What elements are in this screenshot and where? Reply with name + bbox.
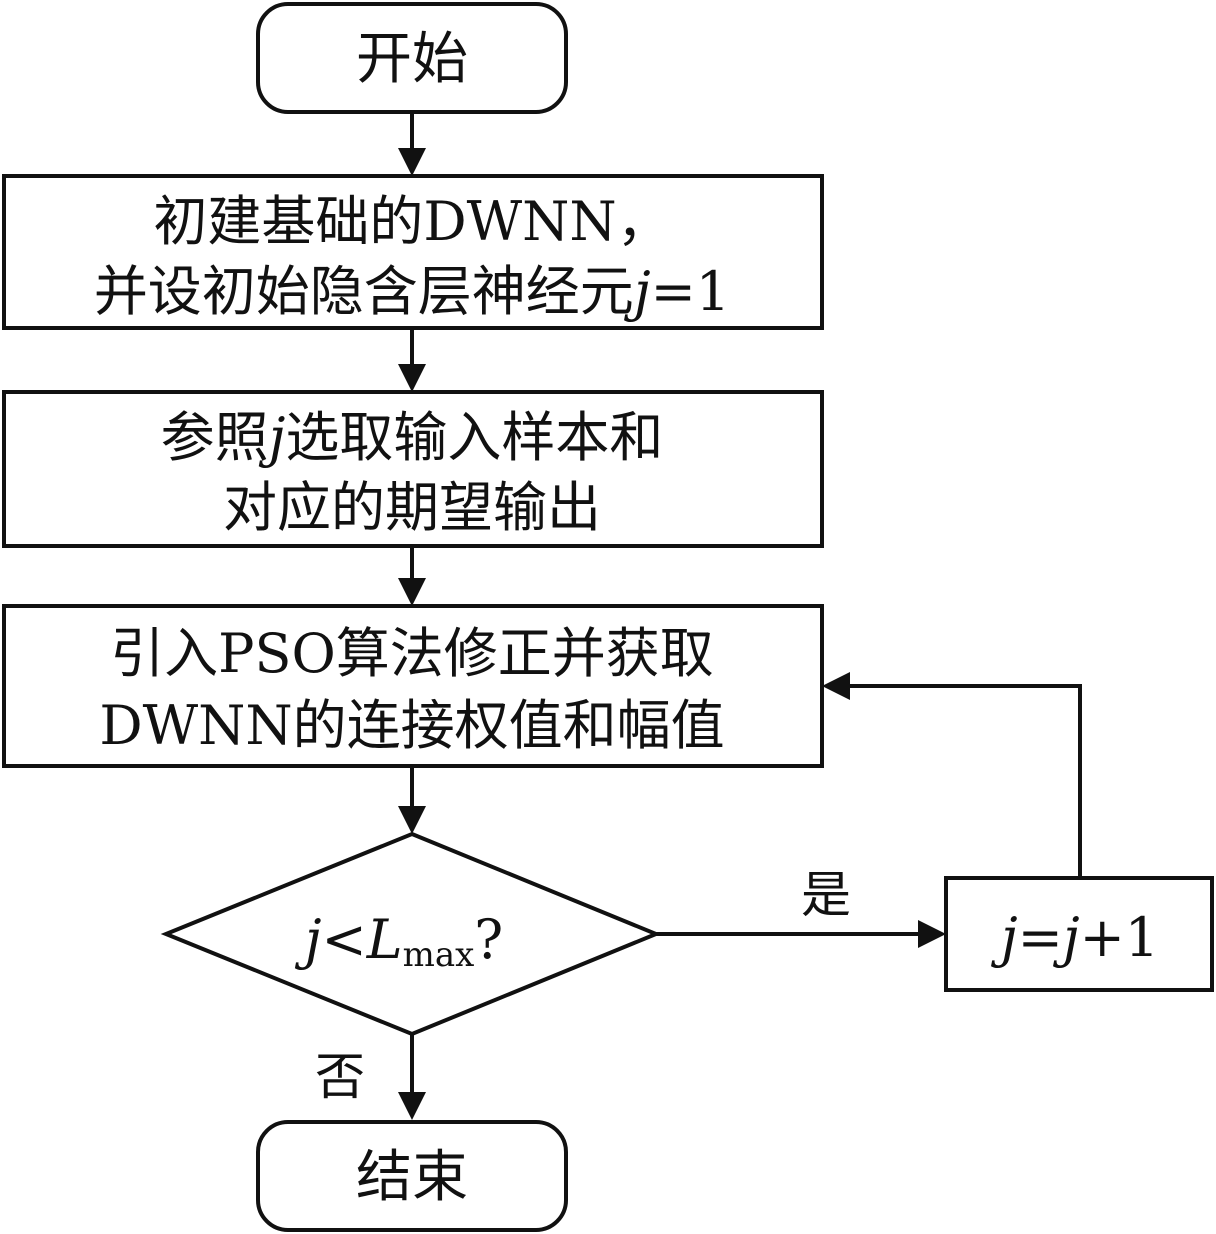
arrowhead-step1 — [398, 148, 426, 176]
step3-line2: DWNN的连接权值和幅值 — [99, 694, 724, 757]
arrowhead-loop — [822, 672, 850, 700]
end-label: 结束 — [356, 1145, 468, 1210]
arrowhead-increment — [918, 920, 946, 948]
step3-box — [2, 604, 824, 768]
step2-line1: 参照j选取输入样本和 — [161, 406, 664, 469]
step2-box — [2, 390, 824, 548]
decision-q: ? — [474, 908, 503, 971]
decision-op: < — [322, 908, 367, 971]
arrowhead-step2 — [398, 364, 426, 392]
step1-line2-suffix: =1 — [651, 260, 731, 323]
decision-L: L — [366, 908, 403, 971]
arrowhead-step3 — [398, 578, 426, 606]
no-label: 否 — [315, 1048, 365, 1106]
increment-label: j=j+1 — [991, 906, 1159, 969]
start-label: 开始 — [356, 27, 468, 92]
step2-line1-post: 选取输入样本和 — [285, 406, 663, 469]
arrowhead-end — [398, 1092, 426, 1120]
decision-diamond — [160, 831, 662, 1037]
end-terminal — [256, 1120, 568, 1232]
increment-eq: = — [1018, 906, 1063, 969]
step1-box — [2, 174, 824, 330]
step2-line1-pre: 参照 — [161, 406, 269, 469]
loop-connector — [836, 684, 1082, 878]
step2-line2: 对应的期望输出 — [223, 476, 601, 539]
decision-sub: max — [403, 935, 475, 975]
step1-line2-text: 并设初始隐含层神经元 — [94, 260, 634, 323]
increment-plus: +1 — [1080, 906, 1160, 969]
step3-line1: 引入PSO算法修正并获取 — [110, 622, 714, 685]
step1-line1: 初建基础的DWNN， — [153, 190, 670, 253]
yes-label: 是 — [801, 866, 851, 924]
arrowhead-decision — [398, 806, 426, 834]
step1-line2: 并设初始隐含层神经元j=1 — [94, 260, 730, 323]
